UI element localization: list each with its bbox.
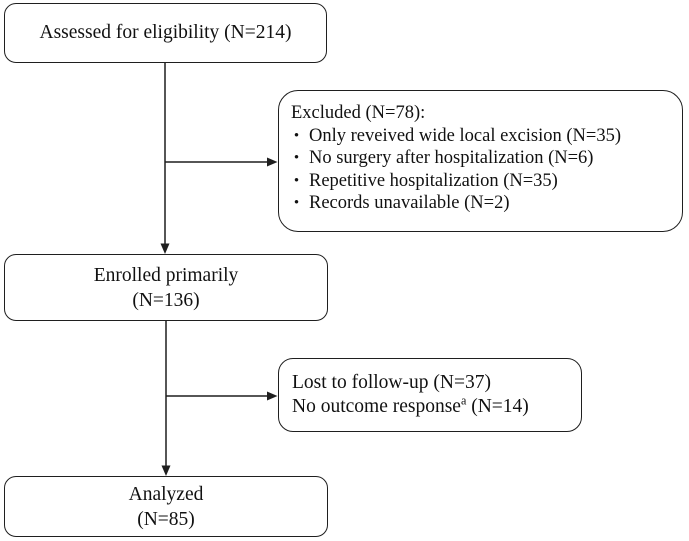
analyzed-count: (N=85)	[137, 508, 195, 530]
assessed-eligibility-box: Assessed for eligibility (N=214)	[4, 3, 327, 63]
lost-line1: Lost to follow-up (N=37)	[292, 372, 491, 393]
footnote-marker: a	[460, 393, 467, 408]
excluded-item-text: Repetitive hospitalization (N=35)	[309, 170, 558, 191]
arrowhead-analyzed	[161, 465, 171, 476]
lost-followup-box: Lost to follow-up (N=37) No outcome resp…	[278, 358, 582, 432]
excluded-title: Excluded (N=78):	[291, 103, 426, 123]
bullet-icon: •	[293, 172, 300, 189]
bullet-icon: •	[293, 127, 300, 144]
lost-line2: No outcome responsea (N=14)	[292, 393, 581, 419]
bullet-icon: •	[293, 195, 300, 211]
excluded-item: • Records unavailable (N=2)	[291, 192, 674, 215]
lost-line2-count: (N=14)	[466, 396, 529, 417]
analyzed-label: Analyzed	[128, 483, 204, 505]
excluded-item-text: Records unavailable (N=2)	[309, 193, 510, 213]
arrowhead-enrolled	[160, 243, 170, 254]
enrolled-count: (N=136)	[132, 289, 200, 311]
excluded-item-text: No surgery after hospitalization (N=6)	[309, 148, 594, 168]
enrolled-primarily-box: Enrolled primarily (N=136)	[4, 254, 328, 321]
arrowhead-excluded	[267, 157, 278, 167]
excluded-item-text: Only reveived wide local excision (N=35)	[309, 125, 621, 146]
excluded-item: • Only reveived wide local excision (N=3…	[291, 125, 674, 148]
lost-line2-text: No outcome response	[292, 396, 461, 417]
assessed-label: Assessed for eligibility (N=214)	[39, 22, 292, 43]
excluded-box: Excluded (N=78): • Only reveived wide lo…	[278, 90, 683, 232]
arrowhead-lost	[267, 391, 278, 401]
bullet-icon: •	[293, 150, 300, 166]
enrolled-label-line1: Enrolled primarily	[93, 264, 239, 286]
analyzed-box: Analyzed (N=85)	[4, 476, 328, 537]
excluded-item: • No surgery after hospitalization (N=6)	[291, 147, 674, 170]
excluded-item: • Repetitive hospitalization (N=35)	[291, 170, 674, 193]
